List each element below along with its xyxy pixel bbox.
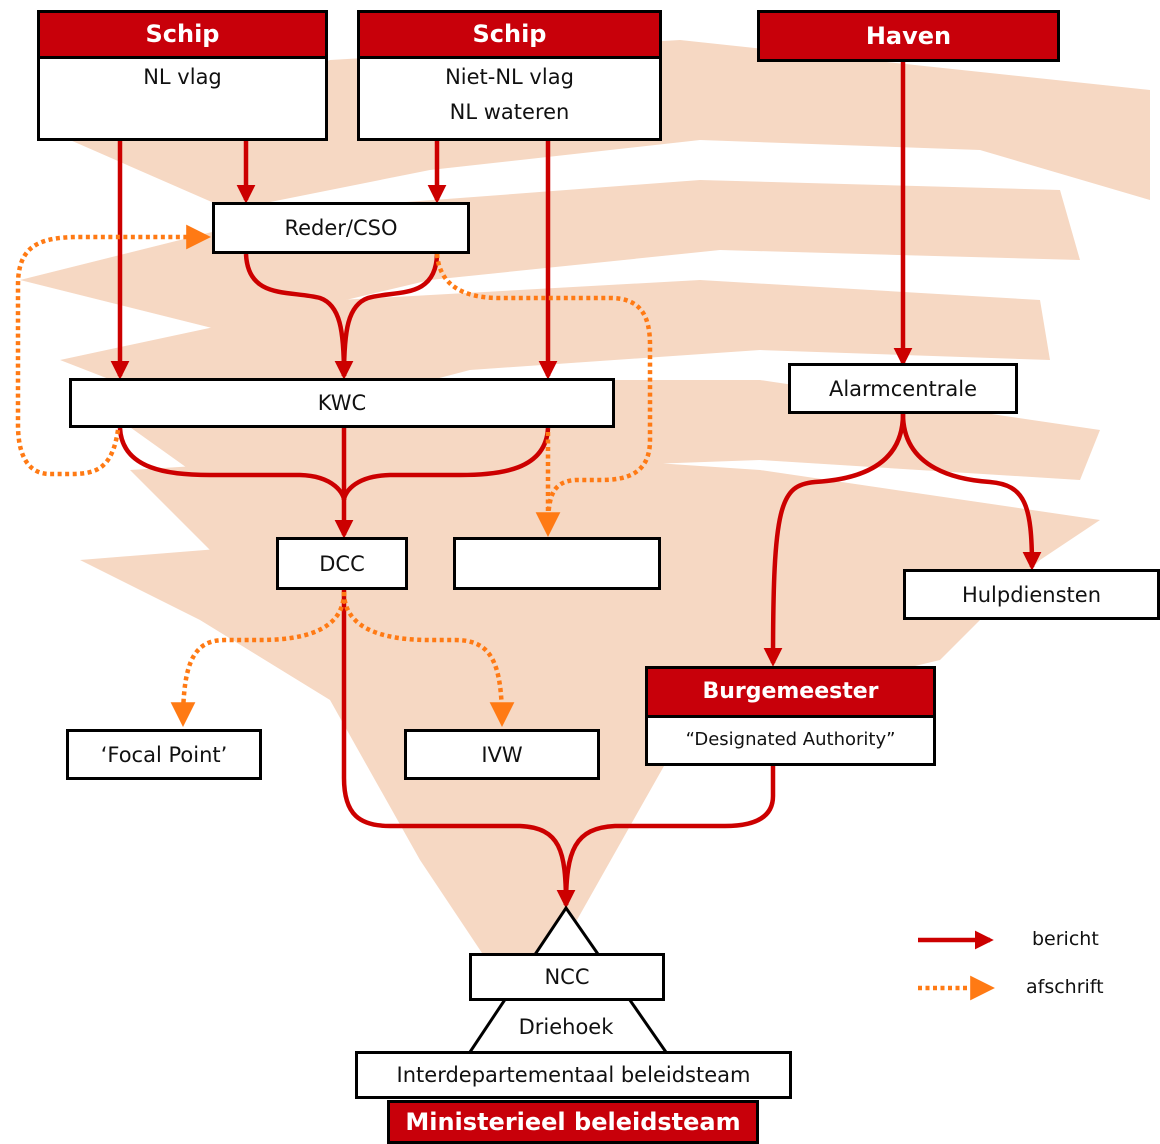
reder-cso-box: Reder/CSO bbox=[212, 202, 470, 254]
edge-dcc-ivw-copy bbox=[341, 591, 515, 727]
edge-kwc-reder-copy bbox=[15, 224, 211, 477]
schip-nl-header: Schip bbox=[40, 13, 325, 59]
unlabeled-box bbox=[453, 537, 661, 590]
legend-afschrift-label: afschrift bbox=[1026, 976, 1104, 998]
alarmcentrale-box: Alarmcentrale bbox=[788, 363, 1018, 414]
edge-dcc-ncc bbox=[341, 590, 576, 909]
edge-burgemeester-ncc bbox=[563, 766, 776, 906]
haven-box: Haven bbox=[757, 10, 1060, 62]
schip-nl-flag-label: NL vlag bbox=[143, 65, 222, 89]
haven-header: Haven bbox=[760, 13, 1057, 59]
ivw-box: IVW bbox=[404, 729, 600, 780]
edge-reder-kwc-right bbox=[341, 253, 440, 377]
hulpdiensten-box: Hulpdiensten bbox=[903, 569, 1160, 620]
schip-niet-nl-box: Schip Niet-NL vlag NL wateren bbox=[357, 10, 662, 141]
focal-point-box: ‘Focal Point’ bbox=[66, 729, 262, 780]
dcc-box: DCC bbox=[276, 537, 408, 590]
edge-kwc-dcc-left bbox=[117, 427, 347, 501]
ministerieel-beleidsteam-box: Ministerieel beleidsteam bbox=[387, 1100, 759, 1144]
kwc-box: KWC bbox=[69, 378, 615, 428]
schip-niet-nl-header: Schip bbox=[360, 13, 659, 59]
edge-dcc-focal-copy bbox=[170, 591, 347, 727]
schip-nl-vlag-box: Schip NL vlag bbox=[37, 10, 328, 141]
ncc-box: NCC bbox=[469, 953, 665, 1001]
driehoek-label: Driehoek bbox=[518, 1015, 614, 1039]
edge-alarmcentrale-burgemeester bbox=[763, 413, 906, 667]
edge-kwc-dcc-right bbox=[341, 427, 551, 501]
edge-alarmcentrale-hulpdiensten bbox=[900, 413, 1042, 571]
designated-authority-label: “Designated Authority” bbox=[685, 729, 896, 750]
burgemeester-header: Burgemeester bbox=[648, 669, 933, 718]
legend-bericht-label: bericht bbox=[1032, 928, 1099, 950]
edge-reder-empty-copy bbox=[434, 253, 653, 537]
interdepartementaal-beleidsteam-box: Interdepartementaal beleidsteam bbox=[355, 1051, 792, 1099]
schip-niet-nl-flag-label: Niet-NL vlag bbox=[445, 65, 574, 89]
burgemeester-box: Burgemeester “Designated Authority” bbox=[645, 666, 936, 766]
edge-reder-kwc bbox=[243, 253, 354, 380]
schip-nl-waters-label: NL wateren bbox=[449, 100, 570, 124]
